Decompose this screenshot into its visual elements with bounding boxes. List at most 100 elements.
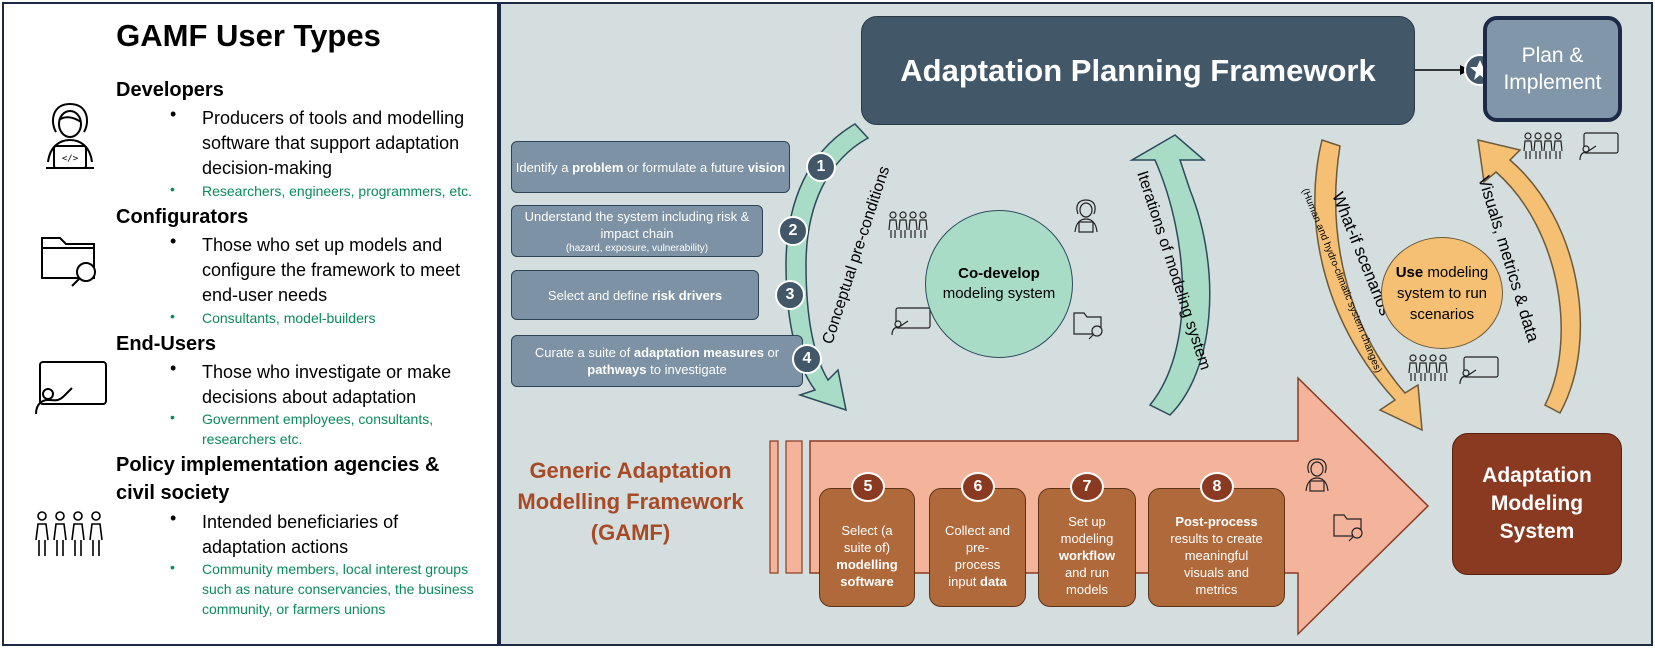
step-line: meaningful	[1184, 548, 1249, 563]
folder-search-icon	[41, 237, 96, 287]
preconditions-arc	[785, 123, 870, 412]
codevelop-bold: Co-develop	[958, 265, 1040, 282]
precondition-box-1: Identify a problem or formulate a future…	[511, 141, 790, 193]
presenter-icon	[891, 307, 931, 336]
developer-icon	[1074, 199, 1098, 233]
user-type-heading-policy: Policy implementation agencies & civil s…	[116, 454, 440, 504]
user-type-description-end-users: Those who investigate or make decisions …	[202, 362, 452, 407]
plan-implement-box: Plan & Implement	[1483, 16, 1622, 122]
user-types-panel	[2, 2, 499, 646]
step-line: modeling	[1060, 531, 1114, 546]
user-type-heading-configurators: Configurators	[116, 206, 249, 228]
step-line: and run	[1064, 565, 1110, 580]
preconditions-label: Conceptual pre-conditions	[820, 164, 894, 346]
use-modeling-circle: Use modeling system to run scenarios	[1381, 237, 1503, 349]
user-type-examples-configurators: Consultants, model-builders	[202, 310, 376, 326]
visuals-arc	[1477, 139, 1582, 415]
precondition-bold: vision	[747, 159, 786, 175]
step-line: data	[980, 573, 1007, 589]
precondition-number-2: 2	[778, 216, 808, 246]
svg-text:</>: </>	[62, 154, 79, 164]
community-icon	[1408, 354, 1448, 381]
step-line: pre-	[965, 539, 990, 555]
step-line: Set up	[1068, 514, 1106, 529]
step-number-8: 8	[1200, 472, 1234, 502]
step-line: models	[1066, 582, 1108, 597]
whatif-arc	[1314, 139, 1423, 432]
user-type-description-developers: Producers of tools and modelling softwar…	[202, 108, 465, 178]
use-bold: Use	[1395, 263, 1424, 281]
developer-icon: </>	[46, 102, 94, 169]
user-type-description-configurators: Those who set up models and configure th…	[202, 235, 461, 305]
user-type-heading-developers: Developers	[116, 79, 224, 101]
star-icon	[1470, 60, 1490, 80]
codevelop-circle: Co-develop modeling system	[925, 210, 1073, 358]
precondition-box-3: Select and define risk drivers	[511, 270, 759, 320]
codevelop-text: modeling system	[942, 285, 1056, 302]
user-type-examples-end-users: Government employees, consultants, resea…	[202, 411, 434, 447]
bullet: •	[170, 508, 177, 528]
precondition-box-2: Understand the system including risk & i…	[511, 205, 763, 257]
step-number-5: 5	[851, 472, 885, 502]
community-icon	[1523, 132, 1563, 159]
user-types-title: GAMF User Types	[116, 18, 381, 53]
presenter-icon	[35, 361, 107, 415]
step-line: Select (a	[841, 522, 893, 538]
step-line: suite of)	[843, 539, 891, 555]
step-number-7: 7	[1070, 472, 1104, 502]
bullet: •	[170, 181, 175, 197]
bullet: •	[170, 308, 175, 324]
precondition-box-4: Curate a suite of adaptation measures or…	[511, 335, 803, 387]
step-line: workflow	[1058, 548, 1116, 563]
step-line: Post-process	[1175, 514, 1258, 529]
bullet: •	[170, 231, 177, 251]
developer-icon	[1305, 458, 1329, 492]
community-icon	[35, 511, 103, 556]
presenter-icon	[1459, 356, 1499, 385]
precondition-text: or formulate a future	[623, 159, 748, 175]
user-type-heading-end-users: End-Users	[116, 333, 217, 355]
step-line: results to create	[1170, 531, 1263, 546]
step-number-6: 6	[961, 472, 995, 502]
precondition-text: or	[763, 345, 780, 360]
precondition-text: to investigate	[646, 362, 727, 377]
user-type-examples-developers: Researchers, engineers, programmers, etc…	[202, 183, 472, 199]
step-line: visuals and	[1183, 565, 1250, 580]
precondition-text: Curate a suite of	[534, 345, 634, 360]
step-line: input	[948, 573, 981, 589]
adaptation-planning-framework-box: Adaptation Planning Framework	[861, 16, 1415, 125]
step-text: Set up modeling workflow and run models	[1059, 513, 1115, 598]
gamf-title: Generic Adaptation Modelling Framework (…	[517, 458, 744, 545]
adaptation-modeling-system-box: Adaptation Modeling System	[1452, 433, 1622, 575]
iterations-arc	[1129, 134, 1211, 416]
use-text: modeling system to run scenarios	[1396, 263, 1489, 323]
bullet: •	[170, 559, 175, 575]
user-type-description-policy: Intended beneficiaries of adaptation act…	[202, 512, 399, 557]
precondition-number-1: 1	[806, 152, 836, 182]
step-line: process	[954, 556, 1001, 572]
folder-search-icon	[1073, 312, 1103, 340]
precondition-text: Select and define	[547, 287, 652, 303]
precondition-subtext: (hazard, exposure, vulnerability)	[565, 242, 709, 254]
precondition-text: Identify a	[515, 159, 573, 175]
presenter-icon	[1579, 132, 1619, 161]
community-icon	[888, 211, 928, 238]
arrow-tail-bar	[785, 440, 803, 574]
step-line: metrics	[1195, 582, 1238, 597]
arrow-tail-bar	[769, 440, 779, 574]
precondition-bold: adaptation measures	[633, 345, 764, 360]
step-box-8: Post-process results to create meaningful v…	[1148, 488, 1285, 607]
precondition-text: Understand the system including risk & i…	[524, 208, 750, 241]
precondition-number-4: 4	[792, 344, 822, 374]
step-text: Post-process results to create meaningful v…	[1170, 513, 1263, 598]
user-type-examples-policy: Community members, local interest groups…	[202, 561, 474, 617]
step-line: modelling	[836, 556, 898, 572]
bullet: •	[170, 104, 177, 124]
precondition-number-3: 3	[775, 280, 805, 310]
precondition-bold: problem	[572, 159, 624, 175]
bullet: •	[170, 409, 175, 425]
